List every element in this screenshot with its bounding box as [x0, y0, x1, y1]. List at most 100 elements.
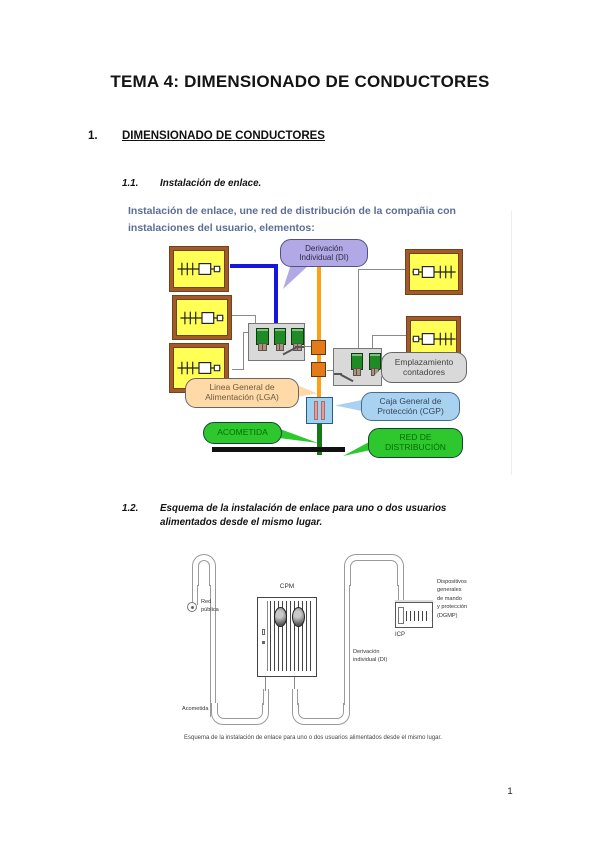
pipe-segment	[398, 585, 404, 603]
subsection-1-2-title-line1: Esquema de la instalación de enlace para…	[160, 503, 447, 514]
bubble-text: Alimentación (LGA)	[205, 392, 279, 402]
meter-row	[334, 349, 381, 376]
connector-line	[305, 346, 313, 347]
bubble-text: contadores	[402, 366, 446, 377]
pipe-segment	[292, 689, 298, 705]
bubble-tail	[297, 385, 317, 397]
connector-line	[372, 335, 408, 336]
meter-dial	[292, 607, 305, 627]
label-line: generales	[437, 587, 462, 594]
user-installation-box	[173, 296, 231, 339]
label-line: (DGMP)	[437, 612, 458, 619]
meter-row	[249, 324, 305, 351]
lga-junction-square	[311, 362, 326, 377]
energy-meter	[273, 328, 287, 351]
pipe-acometida-arch-inner	[198, 560, 210, 586]
energy-meter	[256, 328, 269, 351]
meter-symbol-icon	[177, 262, 221, 276]
meter-symbol-icon	[412, 265, 456, 279]
red-publica-node	[187, 602, 197, 612]
connector-line	[358, 269, 359, 355]
connector-line	[243, 332, 249, 333]
di-line-orange	[317, 264, 321, 401]
switch-stub	[295, 346, 304, 348]
label-line: Derivación	[353, 649, 380, 655]
bubble-emplazamiento-contadores: Emplazamiento contadores	[381, 352, 467, 383]
cpm-cabinet	[257, 597, 317, 677]
section-1-title: DIMENSIONADO DE CONDUCTORES	[122, 130, 325, 142]
label-dispositivos-generales: Dispositivos generales de mando y protec…	[437, 578, 477, 620]
subsection-1-1-title: Instalación de enlace.	[160, 178, 262, 189]
bubble-text: Caja General de	[379, 395, 442, 406]
diagram2-caption: Esquema de la instalación de enlace para…	[184, 735, 442, 741]
pipe-segment	[344, 585, 350, 705]
label-line: de mando	[437, 595, 462, 602]
page-number: 1	[507, 786, 513, 797]
connector-line	[327, 370, 334, 371]
connector-line	[230, 315, 256, 316]
node-dot	[190, 605, 194, 609]
icp-modules	[406, 611, 430, 621]
di-feeder-blue-line	[274, 264, 278, 334]
label-line: y protección	[437, 604, 468, 611]
bubble-lga: Linea General de Alimentación (LGA)	[185, 378, 299, 408]
bubble-tail	[335, 400, 362, 411]
bubble-text: Emplazamiento	[394, 356, 454, 367]
switch-stub	[334, 373, 342, 375]
cabinet-side-panel	[260, 601, 268, 671]
subsection-1-2-number: 1.2.	[122, 503, 139, 514]
bubble-acometida: ACOMETIDA	[203, 422, 282, 444]
meter-symbol-icon	[411, 332, 456, 345]
connector-line	[255, 315, 256, 326]
energy-meter	[351, 353, 363, 376]
bubble-text: RED DE	[399, 432, 432, 443]
pipe-u-bend-inner	[217, 703, 263, 719]
meter-symbol-icon	[180, 311, 224, 324]
bubble-text: DISTRIBUCIÓN	[385, 442, 446, 452]
label-acometida: Acometida	[182, 706, 209, 712]
bubble-text: Derivación	[305, 243, 343, 253]
pipe-segment	[263, 689, 269, 705]
icp-device	[395, 602, 433, 628]
diagram1-heading-line1: Instalación de enlace, une red de distri…	[128, 205, 456, 217]
section-1-number: 1.	[88, 130, 98, 142]
bubble-tail	[343, 442, 369, 456]
cgp-fuse-bar	[314, 401, 318, 420]
user-installation-box	[170, 247, 228, 291]
pipe-u-bend-inner	[298, 703, 344, 719]
cabinet-wire	[294, 677, 295, 691]
energy-meter	[369, 353, 381, 376]
counters-cabinet	[333, 348, 382, 386]
subsection-1-2-title-line2: alimentados desde el mismo lugar.	[160, 517, 323, 528]
bubble-tail	[280, 429, 318, 443]
label-line: pública	[201, 606, 219, 613]
bubble-tail	[283, 265, 309, 289]
bubble-derivacion-individual: Derivación Individual (DI)	[280, 239, 368, 267]
label-icp: ICP	[395, 632, 406, 638]
label-line: individual (DI)	[353, 656, 388, 663]
connector-line	[232, 369, 244, 370]
switch-symbol	[340, 373, 354, 382]
lga-junction-square	[311, 340, 326, 355]
bubble-text: Protección (CGP)	[377, 405, 444, 416]
label-derivacion-individual: Derivación individual (DI)	[353, 649, 387, 664]
counters-cabinet	[248, 323, 305, 361]
connector-line	[243, 332, 244, 370]
enlace-installation-diagram: Instalación de enlace, une red de distri…	[125, 203, 513, 478]
pipe-derivacion-arch-inner	[350, 560, 398, 586]
meter-dial	[274, 607, 287, 627]
distribution-network-line	[212, 447, 345, 452]
di-feeder-blue-line	[230, 264, 278, 268]
label-line: Red	[201, 599, 212, 605]
meter-symbol-icon	[177, 361, 221, 375]
panel-mark	[262, 629, 265, 635]
connector-line	[372, 335, 373, 351]
cgp-box	[306, 397, 333, 424]
bubble-text: ACOMETIDA	[217, 427, 268, 438]
page-title: TEMA 4: DIMENSIONADO DE CONDUCTORES	[110, 72, 490, 91]
label-red-publica: Red pública	[201, 599, 219, 614]
pipe-segment	[210, 585, 216, 717]
diagram1-heading-line2: instalaciones del usuario, elementos:	[128, 222, 315, 234]
pipe-segment	[192, 585, 198, 605]
